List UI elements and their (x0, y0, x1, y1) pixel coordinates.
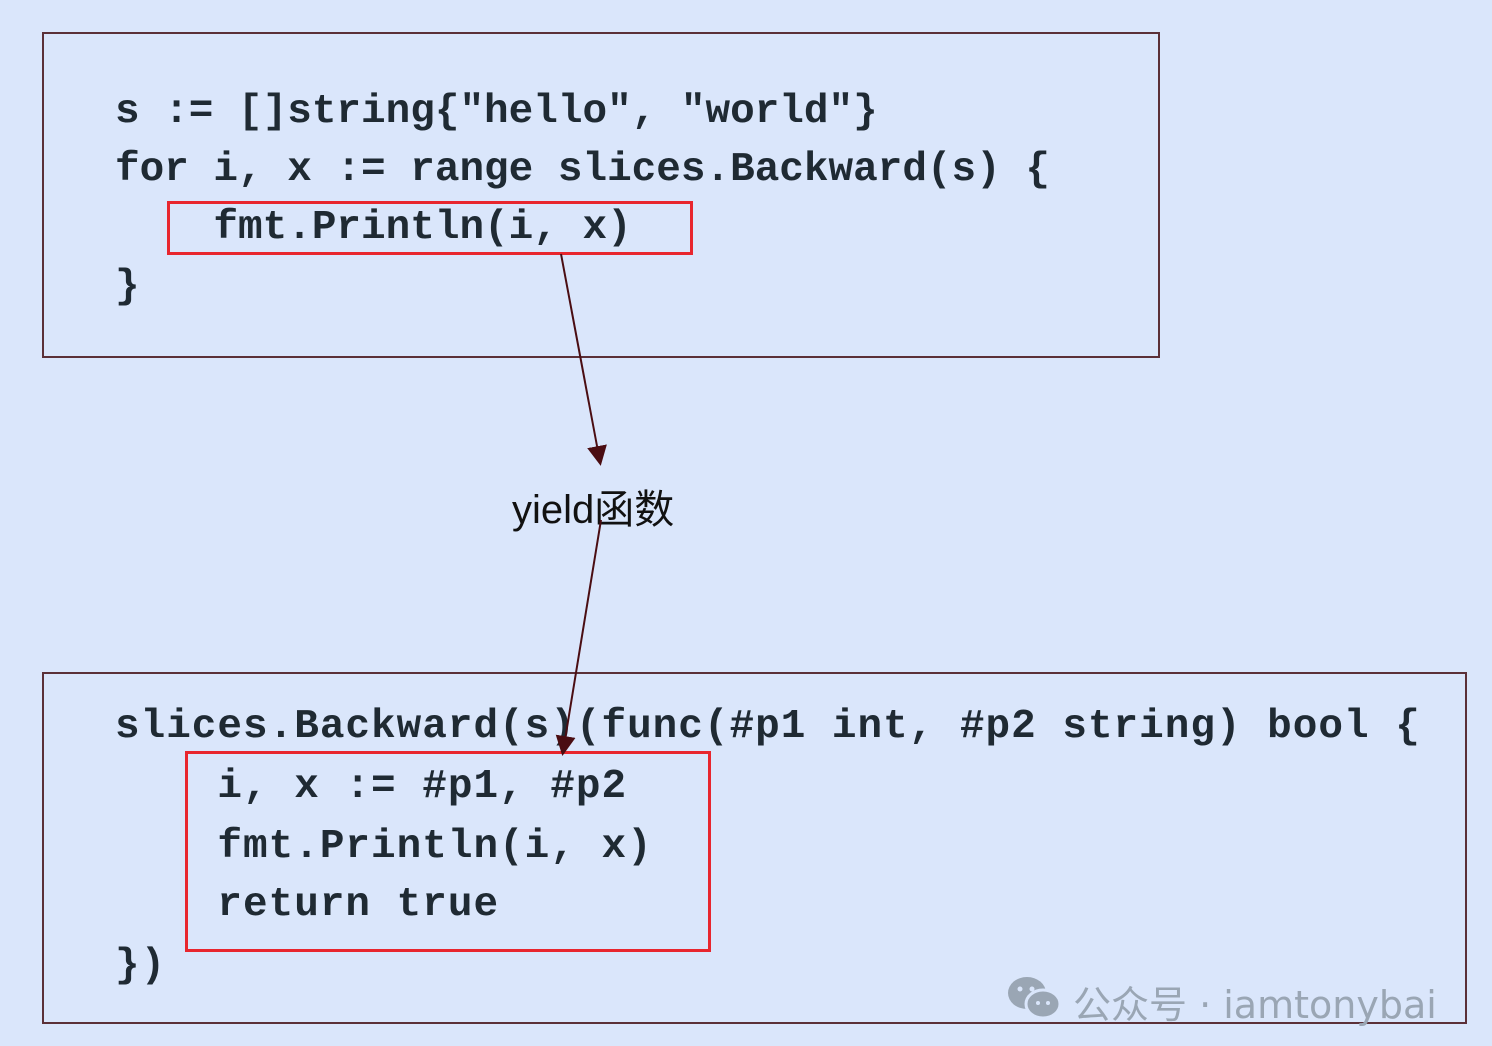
wechat-icon (1008, 977, 1062, 1020)
arrow-to-func (555, 519, 602, 756)
arrow-to-yield (560, 253, 607, 466)
yield-function-label: yield函数 (512, 488, 675, 532)
top-code-line-1: s := []string{"hello", "world"} (115, 89, 878, 135)
top-code-line-4: } (115, 264, 140, 310)
bottom-code-line-4: return true (115, 882, 500, 928)
bottom-code-box (42, 672, 1467, 1024)
bottom-code-line-1: slices.Backward(s)(func(#p1 int, #p2 str… (115, 704, 1421, 750)
top-code-line-2: for i, x := range slices.Backward(s) { (115, 147, 1050, 193)
watermark-text: 公众号 · iamtonybai (1073, 983, 1437, 1027)
bottom-highlight-box (185, 751, 711, 952)
top-code-box (42, 32, 1160, 358)
bottom-code-line-5: }) (115, 943, 167, 989)
bottom-code-line-2: i, x := #p1, #p2 (115, 764, 628, 810)
top-code-line-3: fmt.Println(i, x) (115, 205, 632, 251)
bottom-code-line-3: fmt.Println(i, x) (115, 824, 653, 870)
top-highlight-box (167, 201, 693, 255)
